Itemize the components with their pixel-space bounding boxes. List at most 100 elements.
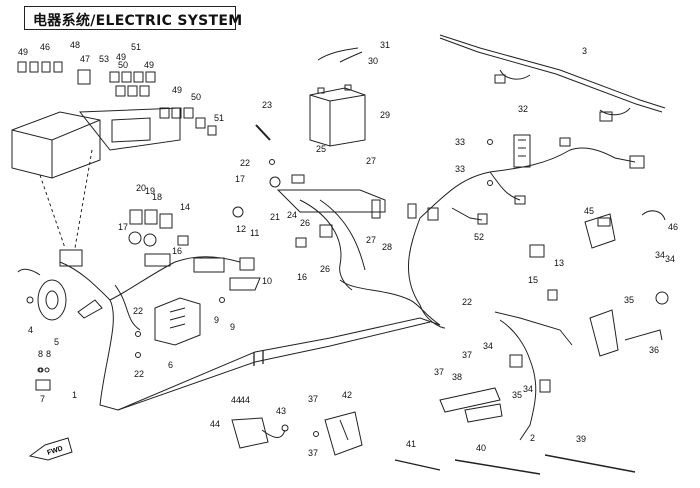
relay-set bbox=[17, 61, 217, 136]
screw-9 bbox=[219, 297, 225, 303]
temp-sensor-plug bbox=[477, 213, 488, 225]
callout-22-2: 22 bbox=[133, 306, 143, 316]
callout-5: 5 bbox=[54, 337, 59, 347]
callout-32: 32 bbox=[518, 104, 528, 114]
ignition-coil bbox=[313, 411, 363, 456]
callout-9: 9 bbox=[214, 315, 219, 325]
callout-12: 12 bbox=[236, 224, 246, 234]
callout-49-3: 49 bbox=[144, 60, 154, 70]
flasher-relay bbox=[584, 213, 616, 249]
callout-44-3: 44 bbox=[210, 419, 220, 429]
callout-26: 26 bbox=[300, 218, 310, 228]
callout-17: 17 bbox=[235, 174, 245, 184]
callout-51: 51 bbox=[131, 42, 141, 52]
callout-51-2: 51 bbox=[214, 113, 224, 123]
horn bbox=[26, 279, 67, 321]
callout-40: 40 bbox=[476, 443, 486, 453]
callout-49-4: 49 bbox=[172, 85, 182, 95]
callout-26-2: 26 bbox=[320, 264, 330, 274]
connector-15 bbox=[547, 289, 558, 301]
screw-22c bbox=[135, 352, 141, 358]
callout-2: 2 bbox=[530, 433, 535, 443]
callout-29: 29 bbox=[380, 110, 390, 120]
callout-27-2: 27 bbox=[366, 235, 376, 245]
callout-37-4: 37 bbox=[308, 448, 318, 458]
callout-10: 10 bbox=[262, 276, 272, 286]
callout-34-2: 34 bbox=[523, 384, 533, 394]
forward-arrow bbox=[28, 437, 73, 461]
callout-50-2: 50 bbox=[191, 92, 201, 102]
callout-15: 15 bbox=[528, 275, 538, 285]
callout-36: 36 bbox=[649, 345, 659, 355]
callout-16-2: 16 bbox=[297, 272, 307, 282]
callout-37-2: 37 bbox=[434, 367, 444, 377]
voltage-regulator bbox=[154, 297, 201, 346]
callout-25: 25 bbox=[316, 144, 326, 154]
ground-strap bbox=[255, 124, 271, 141]
callout-24: 24 bbox=[287, 210, 297, 220]
rear-light-assembly bbox=[439, 354, 551, 423]
diagram-title-box: 电器系统/ELECTRIC SYSTEM bbox=[24, 6, 242, 30]
callout-22-3: 22 bbox=[134, 369, 144, 379]
callout-50: 50 bbox=[118, 60, 128, 70]
callout-38: 38 bbox=[452, 372, 462, 382]
battery bbox=[309, 47, 366, 147]
callout-19: 19 bbox=[145, 186, 155, 196]
callout-6: 6 bbox=[168, 360, 173, 370]
callout-46: 46 bbox=[40, 42, 50, 52]
callout-48: 48 bbox=[70, 40, 80, 50]
callout-42: 42 bbox=[342, 390, 352, 400]
switch-cluster bbox=[128, 206, 244, 267]
callout-13: 13 bbox=[554, 258, 564, 268]
callout-34-4: 34 bbox=[665, 254, 675, 264]
fuse-holder bbox=[513, 134, 531, 168]
callout-4: 4 bbox=[28, 325, 33, 335]
callout-27: 27 bbox=[366, 156, 376, 166]
callout-8: 8 bbox=[38, 349, 43, 359]
callout-34-3: 34 bbox=[655, 250, 665, 260]
callout-16: 16 bbox=[172, 246, 182, 256]
connector-group bbox=[193, 237, 307, 291]
callout-22-4: 22 bbox=[462, 297, 472, 307]
callout-1: 1 bbox=[72, 390, 77, 400]
rear-wiring-harness bbox=[439, 34, 666, 122]
callout-11: 11 bbox=[250, 228, 259, 238]
callout-43: 43 bbox=[276, 406, 286, 416]
callout-33-2: 33 bbox=[455, 164, 465, 174]
callout-35: 35 bbox=[624, 295, 634, 305]
screw-22b bbox=[135, 331, 141, 337]
callout-45: 45 bbox=[584, 206, 594, 216]
speed-sensor bbox=[231, 417, 289, 449]
callout-44-2: 44 bbox=[240, 395, 250, 405]
connector-13 bbox=[529, 244, 545, 258]
callout-17-2: 17 bbox=[118, 222, 128, 232]
callout-41: 41 bbox=[406, 439, 416, 449]
callout-22: 22 bbox=[240, 158, 250, 168]
callout-35-2: 35 bbox=[512, 390, 522, 400]
callout-31: 31 bbox=[380, 40, 390, 50]
callout-49: 49 bbox=[18, 47, 28, 57]
callout-7: 7 bbox=[40, 394, 45, 404]
callout-37: 37 bbox=[462, 350, 472, 360]
callout-23: 23 bbox=[262, 100, 272, 110]
forward-arrow-label: FWD bbox=[46, 445, 63, 457]
diagram-title: 电器系统/ELECTRIC SYSTEM bbox=[33, 13, 243, 29]
callout-20: 20 bbox=[136, 183, 146, 193]
callout-9-2: 9 bbox=[230, 322, 235, 332]
screw-22a bbox=[269, 159, 275, 165]
callout-47: 47 bbox=[80, 54, 90, 64]
callout-33: 33 bbox=[455, 137, 465, 147]
side-wiring-harness bbox=[407, 137, 645, 441]
callout-30: 30 bbox=[368, 56, 378, 66]
callout-52: 52 bbox=[474, 232, 484, 242]
cable-tie-40 bbox=[454, 459, 541, 475]
callout-46-2: 46 bbox=[668, 222, 678, 232]
callout-21: 21 bbox=[270, 212, 280, 222]
cable-clip bbox=[641, 210, 666, 221]
callout-39: 39 bbox=[576, 434, 586, 444]
callout-49-2: 49 bbox=[116, 52, 126, 62]
cable-tie-39 bbox=[544, 454, 636, 473]
callout-28: 28 bbox=[382, 242, 392, 252]
screw-33a bbox=[487, 139, 493, 145]
